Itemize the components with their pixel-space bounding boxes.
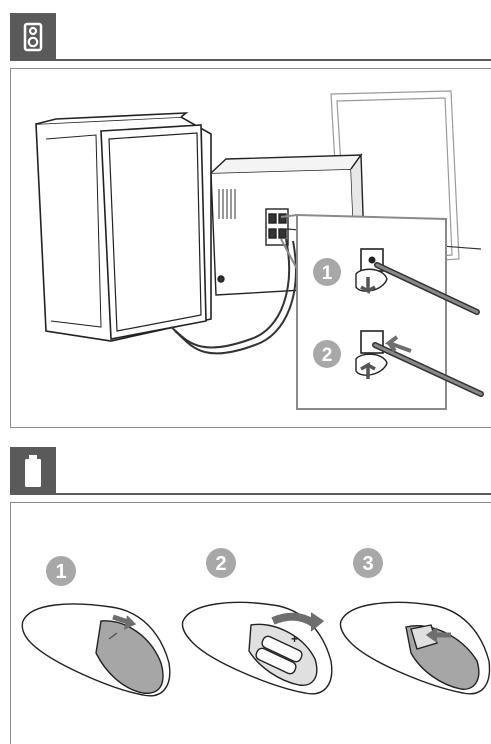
left-speaker [36,113,211,341]
battery-section-tab [10,447,56,495]
speaker-section-tab [10,13,56,61]
speaker-section-rule [56,59,491,61]
battery-installation-panel: 1 2 3 + [10,502,491,744]
battery-step-2-label: 2 [215,553,226,575]
speaker-section-header [0,13,491,61]
inset-step-2-label: 2 [322,345,333,366]
battery-icon [10,447,56,495]
svg-text:+: + [291,632,298,646]
battery-step-1-label: 1 [55,561,66,583]
speaker-icon [10,13,56,61]
speaker-connection-illustration: 1 2 [11,69,491,427]
battery-section-rule [56,493,491,495]
remote-1 [22,604,169,696]
battery-installation-illustration: 1 2 3 + [11,503,491,744]
remote-3 [340,602,489,693]
battery-step-3-label: 3 [362,553,373,575]
inset-step-1-label: 1 [322,263,333,284]
battery-section-header [0,447,491,495]
remote-2: + [182,602,331,693]
speaker-connection-panel: 1 2 [10,68,491,428]
